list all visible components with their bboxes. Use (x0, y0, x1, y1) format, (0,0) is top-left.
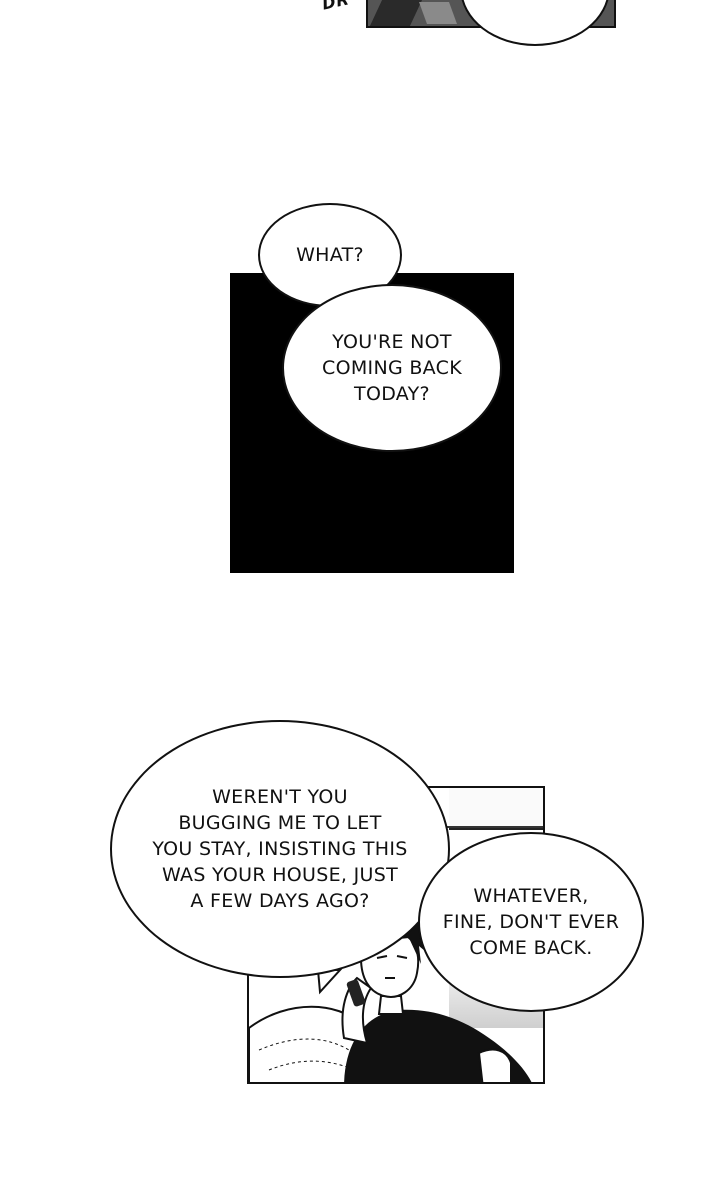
bubble-text: WHATEVER, FINE, DON'T EVER COME BACK. (443, 883, 620, 961)
speech-bubble-whatever: WHATEVER, FINE, DON'T EVER COME BACK. (418, 832, 644, 1012)
bubble-text: WEREN'T YOU BUGGING ME TO LET YOU STAY, … (152, 784, 407, 914)
panel-shade (418, 2, 458, 24)
bubble-line: WHAT? (296, 244, 364, 266)
bubble-line: YOU'RE NOT (332, 331, 452, 353)
speech-bubble-partial (460, 0, 610, 46)
bubble-line: WAS YOUR HOUSE, JUST (161, 864, 398, 886)
bubble-text: YOU'RE NOT COMING BACK TODAY? (322, 329, 462, 407)
sound-effect-text: DR (320, 0, 352, 14)
panel-shade (369, 0, 423, 26)
speech-bubble-not-coming: YOU'RE NOT COMING BACK TODAY? (282, 284, 502, 452)
panel-shelf (449, 788, 543, 830)
bubble-text: WHAT? (296, 242, 364, 268)
speech-bubble-werent-you: WEREN'T YOU BUGGING ME TO LET YOU STAY, … (110, 720, 450, 978)
bubble-line: WEREN'T YOU (212, 786, 348, 808)
panel-wall-line (445, 826, 543, 828)
bubble-line: BUGGING ME TO LET (178, 812, 382, 834)
bubble-line: TODAY? (354, 383, 430, 405)
bubble-line: YOU STAY, INSISTING THIS (152, 838, 408, 860)
bubble-line: FINE, DON'T EVER (442, 911, 620, 933)
bubble-line: A FEW DAYS AGO? (190, 890, 370, 912)
bubble-line: WHATEVER, (473, 885, 589, 907)
bubble-line: COMING BACK (322, 357, 462, 379)
bubble-line: COME BACK. (469, 937, 593, 959)
